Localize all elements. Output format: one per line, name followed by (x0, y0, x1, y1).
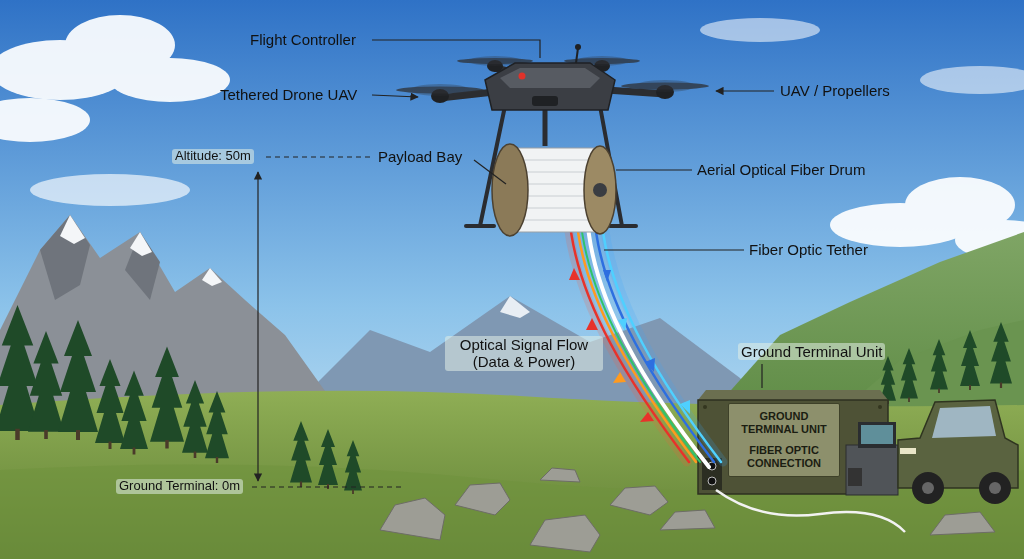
callout-label: Tethered Drone UAV (220, 86, 357, 103)
equipment-plate: GROUND TERMINAL UNIT FIBER OPTIC CONNECTI… (728, 403, 840, 477)
callout-label: Ground Terminal: 0m (116, 479, 243, 494)
callout-label: Altitude: 50m (172, 149, 254, 164)
plate-text: GROUND TERMINAL UNIT (734, 410, 834, 435)
callout-label: Flight Controller (250, 31, 356, 48)
plate-text: FIBER OPTIC CONNECTION (734, 444, 834, 469)
callout-label: Fiber Optic Tether (749, 241, 868, 258)
callout-label: UAV / Propellers (780, 82, 890, 99)
callout-label: Ground Terminal Unit (738, 343, 885, 360)
callout-label: Optical Signal Flow (Data & Power) (445, 336, 603, 371)
callout-label: Payload Bay (378, 148, 462, 165)
callout-label: Aerial Optical Fiber Drum (697, 161, 865, 178)
